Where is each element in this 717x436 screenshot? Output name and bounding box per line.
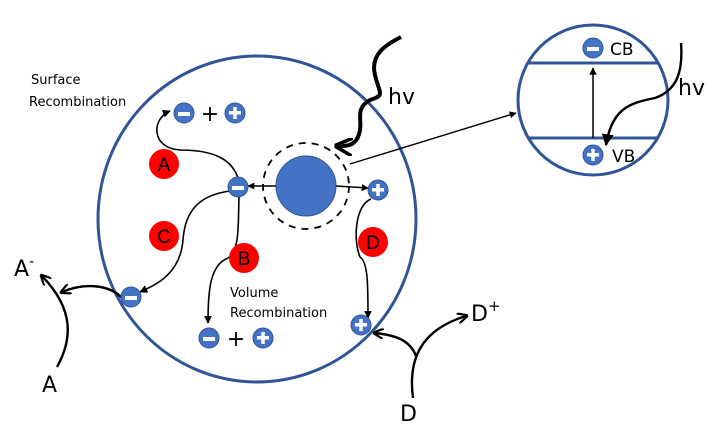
semiconductor-particle [96, 54, 418, 384]
inset-photon-arrow [601, 42, 683, 147]
electron-volume [198, 327, 220, 349]
pathway-label-d: D [358, 227, 388, 257]
oxidized-donor-label: D+ [471, 297, 501, 327]
donor-to-hole-arrow [375, 333, 418, 357]
cb-label: CB [610, 40, 634, 60]
donor-reaction-arrow [410, 316, 466, 399]
acceptor-label: A [42, 373, 57, 398]
reduced-acceptor-label: A- [14, 254, 34, 282]
hole-surface-top [224, 102, 246, 124]
surface-plus-sign: + [201, 102, 219, 127]
inset-pointer-arrow [349, 111, 517, 165]
hole-center [367, 179, 389, 201]
svg-text:B: B [238, 249, 251, 270]
svg-text:D: D [366, 233, 380, 254]
svg-text:A: A [158, 155, 171, 176]
electron-surface-left [120, 286, 142, 308]
electron-to-acceptor-arrow [62, 286, 123, 299]
pathway-c-curve [139, 190, 231, 293]
pathway-d-curve [355, 198, 372, 319]
pathway-label-b: B [229, 243, 259, 273]
electron-surface-top [173, 102, 195, 124]
vb-label: VB [612, 147, 635, 167]
vb-hole [582, 144, 604, 166]
acceptor-reaction-arrow [42, 276, 69, 368]
excited-core [275, 155, 337, 217]
cb-electron [582, 37, 604, 59]
volume-plus-sign: + [227, 327, 245, 352]
hole-surface-right [350, 314, 372, 336]
inset-photon-label: hv [678, 76, 705, 101]
pathway-b-curve [204, 196, 240, 324]
photon-label: hv [388, 85, 415, 110]
photon-arrow [338, 35, 402, 146]
surface-recombination-label: Surface Recombination [29, 73, 126, 110]
pathway-label-a: A [149, 149, 179, 179]
svg-text:C: C [157, 227, 171, 248]
pathway-label-c: C [149, 221, 179, 251]
donor-label: D [400, 402, 417, 427]
band-diagram-inset: CB VB hv [516, 23, 705, 177]
volume-recombination-label: Volume Recombination [230, 286, 327, 321]
electron-center [227, 176, 249, 198]
hole-separation-arrow [335, 184, 369, 192]
hole-volume [252, 327, 274, 349]
pathway-a-curve [156, 109, 239, 179]
